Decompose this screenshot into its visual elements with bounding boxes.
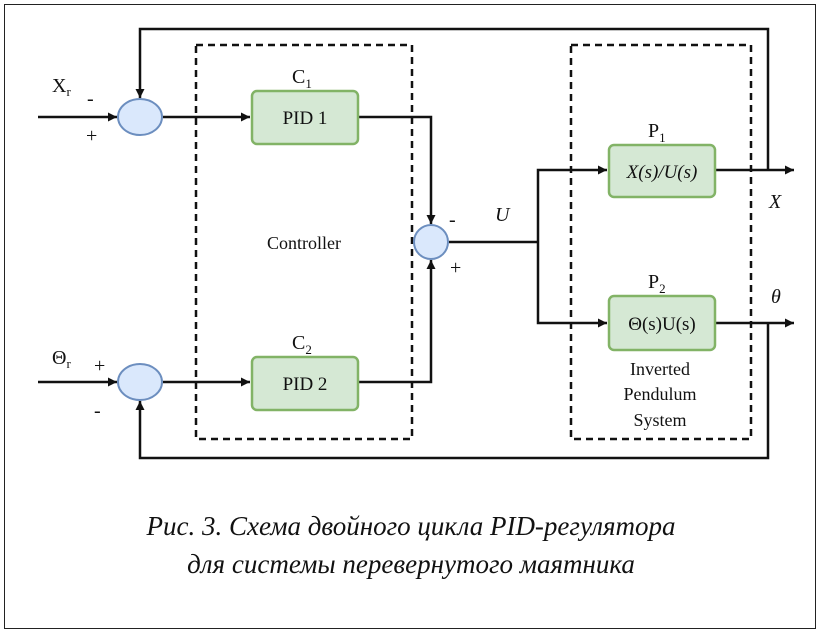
plant-label-line3: System [633,410,686,430]
u-to-p1-line [536,165,607,242]
sum-junction-theta [117,363,163,401]
sum1-plus-sign: + [86,125,97,147]
pid1-block [250,89,360,146]
plant-group [569,43,753,441]
pid1-to-sum3-line [359,115,436,224]
pid1-text: PID 1 [283,108,328,129]
pid2-to-sum3-line [359,260,436,384]
theta-feedback-line [135,323,770,460]
p1-transfer-text: X(s)/U(s) [626,162,698,183]
sum2-minus-sign: - [94,400,101,422]
sum3-plus-sign: + [450,257,461,279]
sum3-minus-sign: - [449,209,456,231]
plant-label-line1: Inverted [630,359,690,379]
u-to-p2-line [536,242,607,328]
theta-ref-label: Θr [52,347,71,371]
c2-label: C2 [292,332,312,357]
controller-label: Controller [267,233,341,253]
p2-label: P2 [648,271,666,296]
caption-line1: Рис. 3. Схема двойного цикла PID-регулят… [146,511,676,541]
controller-group [194,43,414,441]
sum-junction-x [117,98,163,136]
p2-transfer-text: Θ(s)U(s) [628,314,696,335]
x-feedback-line [135,27,770,170]
caption-line2: для системы перевернутого маятника [187,549,635,579]
theta-output-label: θ [771,286,781,308]
pid2-text: PID 2 [283,374,328,395]
pid2-block [250,355,360,412]
plant-label-line2: Pendulum [623,384,696,404]
p2-block [607,294,717,352]
sum1-minus-sign: - [87,88,94,110]
p1-block [607,143,717,199]
p1-label: P1 [648,120,666,145]
c1-label: C1 [292,66,312,91]
x-output-label: X [768,191,782,213]
x-ref-label: Xr [52,75,71,99]
sum-junction-u [413,224,449,260]
sum2-plus-sign: + [94,355,105,377]
u-signal-label: U [495,204,511,226]
